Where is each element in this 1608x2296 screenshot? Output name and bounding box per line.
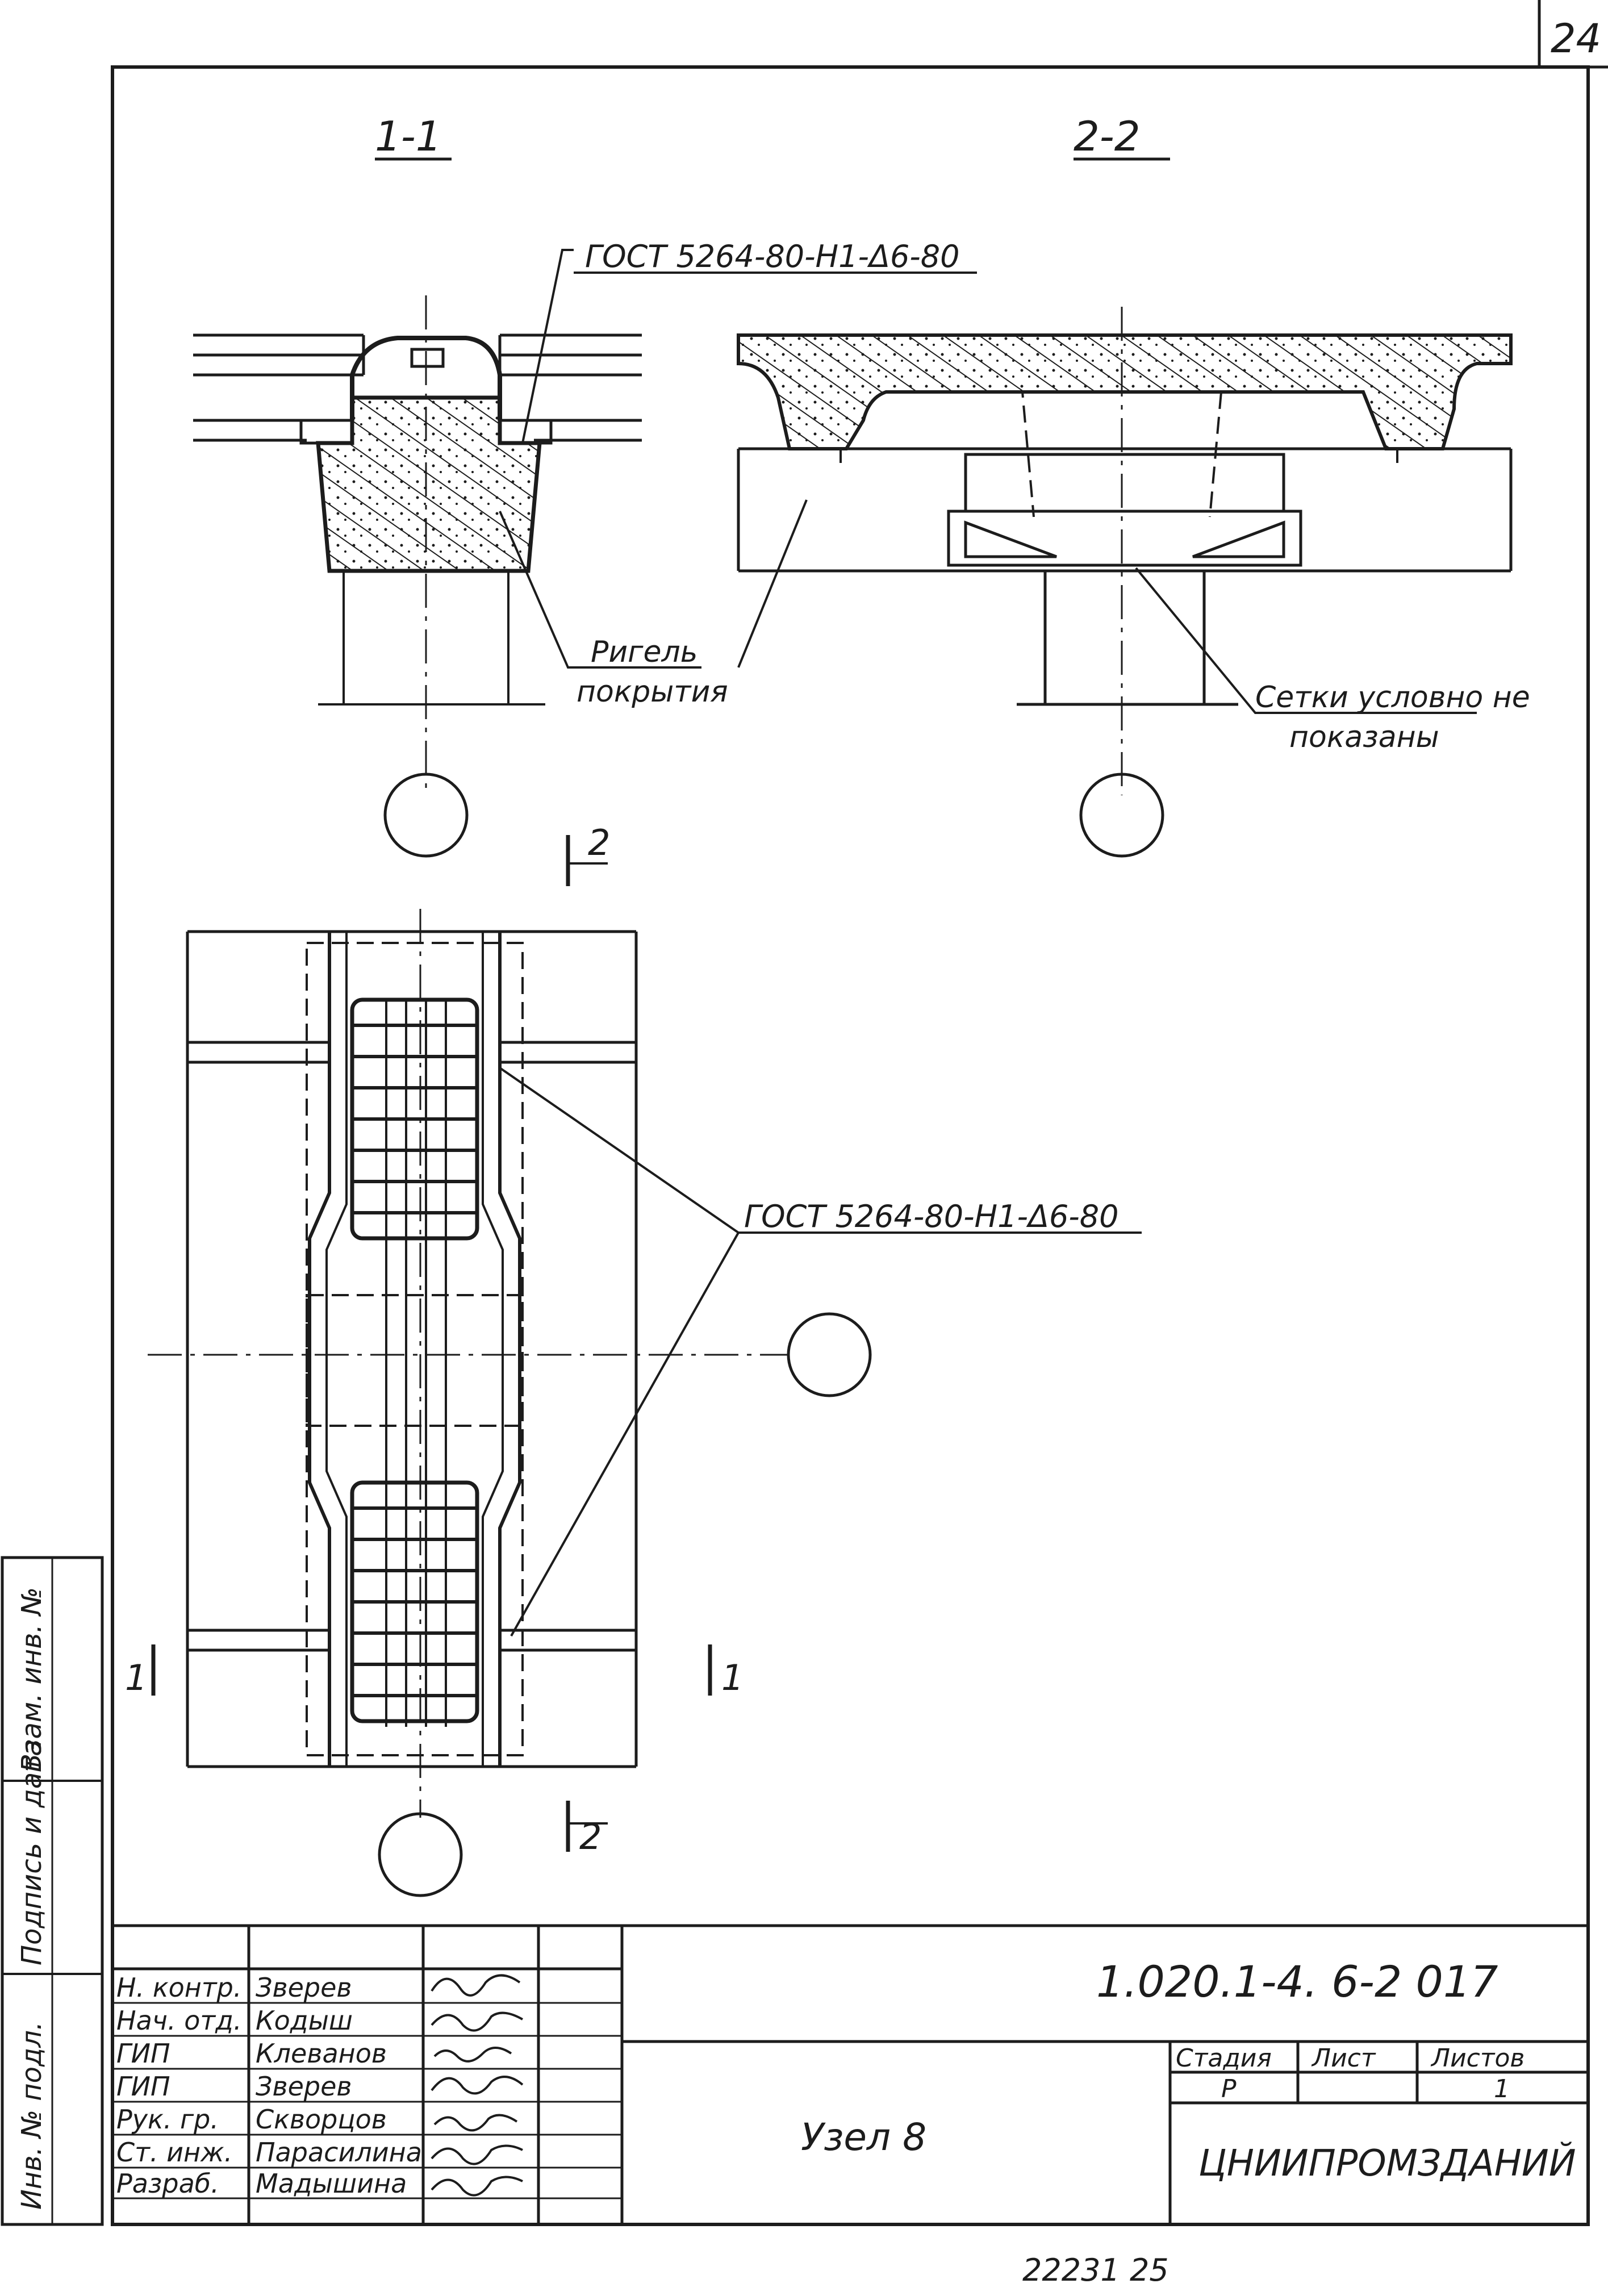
gost-weld-note-top: ГОСТ 5264-80-Н1-Δ6-80 bbox=[585, 239, 960, 274]
role-label: ГИП bbox=[116, 2038, 170, 2069]
mesh-callout-line2: показаны bbox=[1289, 720, 1439, 754]
role-label: Н. контр. bbox=[116, 1972, 241, 2003]
leader-lines-plan bbox=[499, 1067, 1142, 1637]
cut-2-bottom: 2 bbox=[579, 1816, 602, 1857]
role-row: ГИП Клеванов bbox=[116, 2038, 387, 2069]
role-row: Н. контр. Зверев bbox=[116, 1972, 352, 2003]
role-label: Рук. гр. bbox=[116, 2104, 219, 2135]
sheet-frame bbox=[111, 0, 1608, 2226]
footer-number: 22231 25 bbox=[1022, 2252, 1169, 2288]
role-person: Мадышина bbox=[256, 2168, 407, 2199]
mesh-callout-line1: Сетки условно не bbox=[1255, 681, 1530, 715]
role-row: Ст. инж. Парасилина bbox=[116, 2137, 422, 2168]
signature-scribbles bbox=[431, 1974, 524, 2197]
sheet-header: Лист bbox=[1311, 2044, 1376, 2073]
node-name: Узел 8 bbox=[801, 2115, 926, 2159]
sheets-header: Листов bbox=[1430, 2044, 1525, 2073]
stamp-signature-date: Подпись и дата bbox=[16, 1739, 48, 1965]
role-person: Парасилина bbox=[256, 2137, 422, 2168]
role-row: Нач. отд. Кодыш bbox=[116, 2005, 353, 2036]
leader-lines-top bbox=[499, 249, 1477, 714]
title-block-grid bbox=[112, 1924, 1588, 2224]
document-code: 1.020.1-4. 6-2 017 bbox=[1096, 1956, 1498, 2007]
sheet-corner-number: 24 bbox=[1551, 15, 1601, 62]
role-label: Ст. инж. bbox=[116, 2137, 232, 2168]
organization-name: ЦНИИПРОМЗДАНИЙ bbox=[1198, 2141, 1576, 2185]
role-label: ГИП bbox=[116, 2071, 170, 2102]
rigel-callout-line1: Ригель bbox=[591, 635, 698, 669]
cut-2-top: 2 bbox=[588, 822, 610, 863]
role-person: Клеванов bbox=[256, 2038, 387, 2069]
role-label: Нач. отд. bbox=[116, 2005, 242, 2036]
cut-1-left: 1 bbox=[125, 1657, 147, 1698]
section-1-1-label: 1-1 bbox=[375, 112, 442, 160]
cut-1-right: 1 bbox=[721, 1657, 744, 1698]
stamp-inv-no: Инв. № подл. bbox=[16, 2022, 48, 2210]
role-person: Зверев bbox=[256, 1972, 352, 2003]
section-2-2-drawing bbox=[737, 307, 1513, 858]
role-label: Разраб. bbox=[116, 2168, 219, 2199]
stage-value: Р bbox=[1221, 2074, 1237, 2103]
title-block-rows bbox=[112, 2002, 622, 2199]
role-person: Зверев bbox=[256, 2071, 352, 2102]
stamp-replace-inv: Взам. инв. № bbox=[16, 1587, 48, 1772]
role-row: ГИП Зверев bbox=[116, 2071, 352, 2102]
stage-header: Стадия bbox=[1176, 2044, 1272, 2073]
role-row: Разраб. Мадышина bbox=[116, 2168, 407, 2199]
role-person: Скворцов bbox=[256, 2104, 387, 2135]
section-1-1-drawing bbox=[193, 295, 642, 858]
role-row: Рук. гр. Скворцов bbox=[116, 2104, 387, 2135]
gost-weld-note-plan: ГОСТ 5264-80-Н1-Δ6-80 bbox=[744, 1199, 1119, 1234]
plan-view-drawing bbox=[148, 835, 872, 1897]
role-person: Кодыш bbox=[256, 2005, 353, 2036]
sheets-value: 1 bbox=[1494, 2074, 1510, 2103]
side-stamp bbox=[1, 1556, 104, 2226]
rigel-callout-line2: покрытия bbox=[577, 675, 728, 709]
section-2-2-label: 2-2 bbox=[1074, 112, 1141, 160]
